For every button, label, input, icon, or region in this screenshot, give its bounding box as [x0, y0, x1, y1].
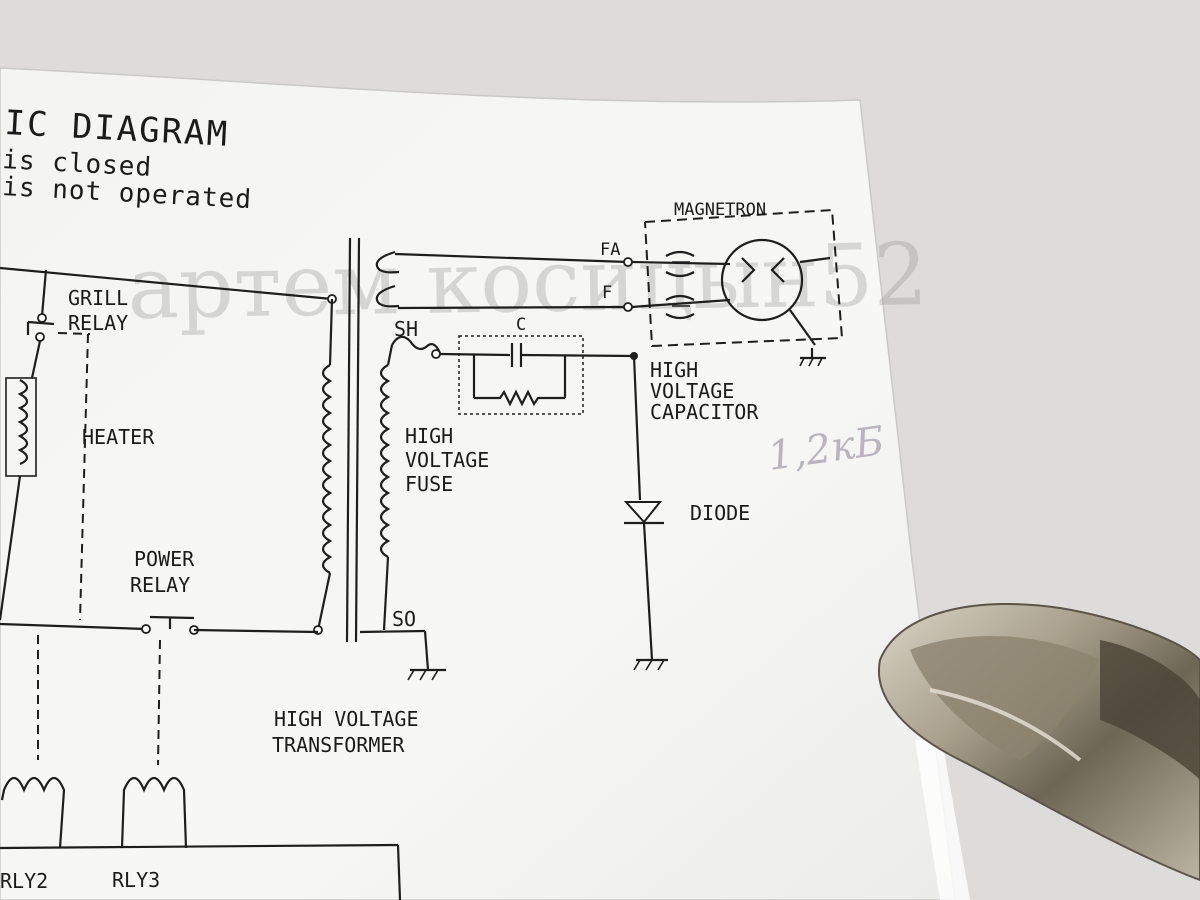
- power-relay: POWER RELAY: [130, 547, 195, 629]
- magnetron-tube: [720, 238, 804, 322]
- so-label: SO: [392, 607, 416, 631]
- feedthrough-choke-2: [665, 294, 695, 320]
- power-relay-label-1: POWER: [134, 547, 195, 571]
- hv-transformer-label-1: HIGH VOLTAGE: [274, 707, 419, 731]
- magnetron: MAGNETRON FA F: [600, 200, 844, 367]
- ground-symbol-magnetron: [799, 348, 826, 367]
- rly3-label: RLY3: [112, 868, 160, 892]
- heater: HEATER: [0, 340, 155, 621]
- power-relay-label-2: RELAY: [130, 573, 190, 597]
- hv-capacitor-label-2: VOLTAGE: [650, 379, 734, 403]
- relay-coil-rly2: [0, 776, 66, 849]
- watermark: артем косицын52: [127, 225, 929, 339]
- pliers-photo-object: [877, 603, 1200, 882]
- f-label: F: [602, 283, 612, 303]
- grill-relay: GRILL RELAY: [26, 269, 128, 621]
- paper-glare: [915, 740, 970, 900]
- hv-fuse-label-3: FUSE: [405, 472, 453, 496]
- hv-fuse: HIGH VOLTAGE FUSE: [391, 335, 489, 496]
- hv-transformer: SH SO HIGH VOLTAGE TRANSFORMER: [272, 237, 629, 757]
- hv-fuse-label-2: VOLTAGE: [405, 448, 489, 472]
- hv-capacitor-label-1: HIGH: [650, 358, 698, 382]
- relay-coil-rly3: [120, 776, 188, 849]
- diode: DIODE: [623, 355, 750, 671]
- paper-sheet: [0, 67, 956, 900]
- hv-transformer-label-2: TRANSFORMER: [272, 733, 405, 757]
- ground-symbol-transformer: [407, 668, 446, 681]
- hv-capacitor: C HIGH VOLTAGE CAPACITOR: [439, 315, 759, 424]
- hv-fuse-label-1: HIGH: [405, 424, 453, 448]
- magnetron-label: MAGNETRON: [674, 200, 766, 220]
- diode-label: DIODE: [690, 501, 750, 525]
- capacitor-c-label: C: [516, 315, 526, 335]
- hv-capacitor-label-3: CAPACITOR: [650, 400, 759, 424]
- ground-symbol-diode: [633, 658, 668, 671]
- left-circuit: GRILL RELAY HEATER POWER RELAY RL: [0, 266, 402, 900]
- rly2-label: RLY2: [0, 869, 48, 893]
- fa-label: FA: [600, 240, 620, 260]
- grill-relay-label-1: GRILL: [68, 286, 128, 310]
- heater-label: HEATER: [82, 425, 155, 449]
- transformer-primary-coil: [321, 364, 333, 574]
- grill-relay-label-2: RELAY: [68, 311, 128, 335]
- feedthrough-choke-1: [665, 250, 695, 278]
